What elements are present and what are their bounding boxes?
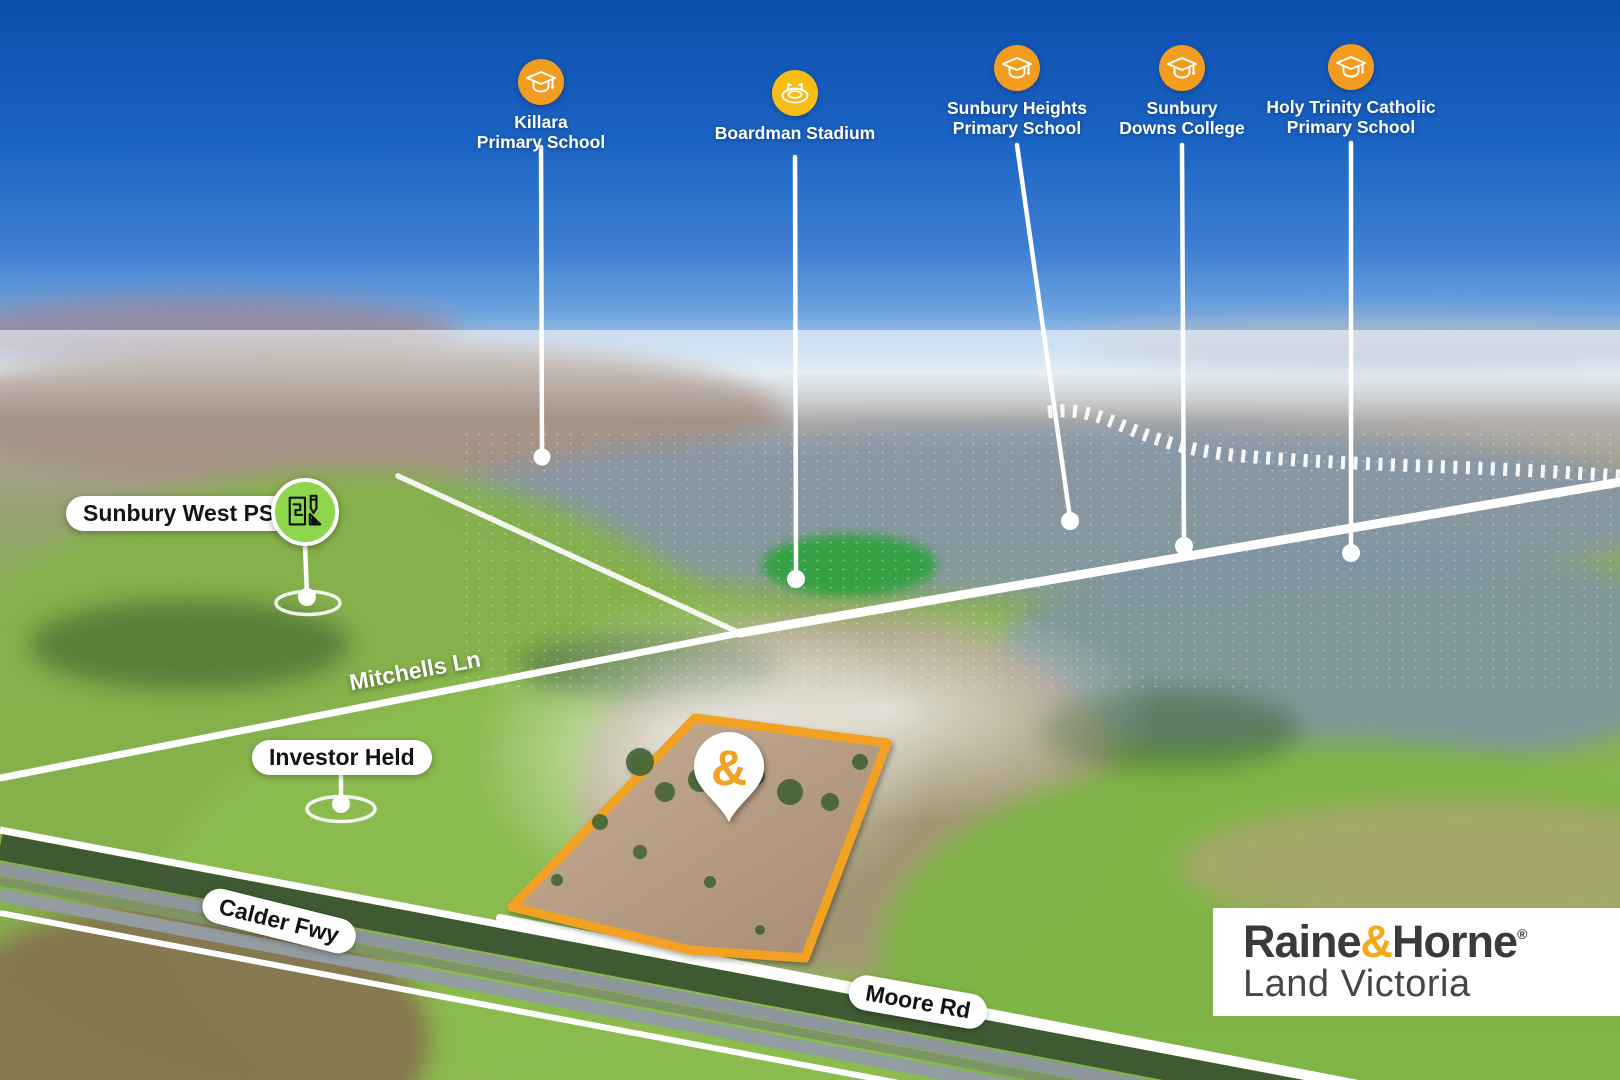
site-plan-icon bbox=[271, 478, 339, 546]
cross-road-line bbox=[735, 477, 1620, 638]
raine-and-horne-logo: Raine&Horne® Land Victoria bbox=[1213, 908, 1620, 1016]
marker-leader-lines bbox=[302, 140, 1354, 804]
graduation-cap-icon bbox=[1159, 45, 1205, 91]
pin-shape bbox=[694, 732, 764, 822]
property-parcel bbox=[507, 713, 892, 963]
ground-rings bbox=[274, 589, 377, 824]
distant-road-line bbox=[395, 473, 745, 637]
registered-trademark-symbol: ® bbox=[1517, 926, 1527, 943]
investor-held-label: Investor Held bbox=[252, 740, 432, 775]
railway-line bbox=[1047, 404, 1620, 483]
graduation-cap-icon bbox=[1328, 44, 1374, 90]
stadium-icon bbox=[772, 70, 818, 116]
logo-division-name: Land Victoria bbox=[1243, 963, 1471, 1006]
graduation-cap-icon bbox=[518, 59, 564, 105]
mitchells-lane-line bbox=[0, 629, 744, 782]
logo-ampersand: & bbox=[1360, 916, 1393, 968]
marker-boardman-stadium: Boardman Stadium bbox=[675, 70, 915, 143]
sunbury-west-psp-label: Sunbury West PSP bbox=[66, 496, 307, 531]
pin-ampersand: & bbox=[711, 740, 747, 796]
marker-label: Boardman Stadium bbox=[714, 123, 876, 143]
logo-word-raine: Raine bbox=[1243, 916, 1362, 968]
logo-word-horne: Horne bbox=[1392, 916, 1518, 968]
logo-brand-name: Raine&Horne® bbox=[1243, 919, 1620, 964]
graduation-cap-icon bbox=[994, 45, 1040, 91]
marker-endpoint-dots bbox=[298, 448, 1360, 813]
property-pin: & bbox=[694, 732, 764, 822]
